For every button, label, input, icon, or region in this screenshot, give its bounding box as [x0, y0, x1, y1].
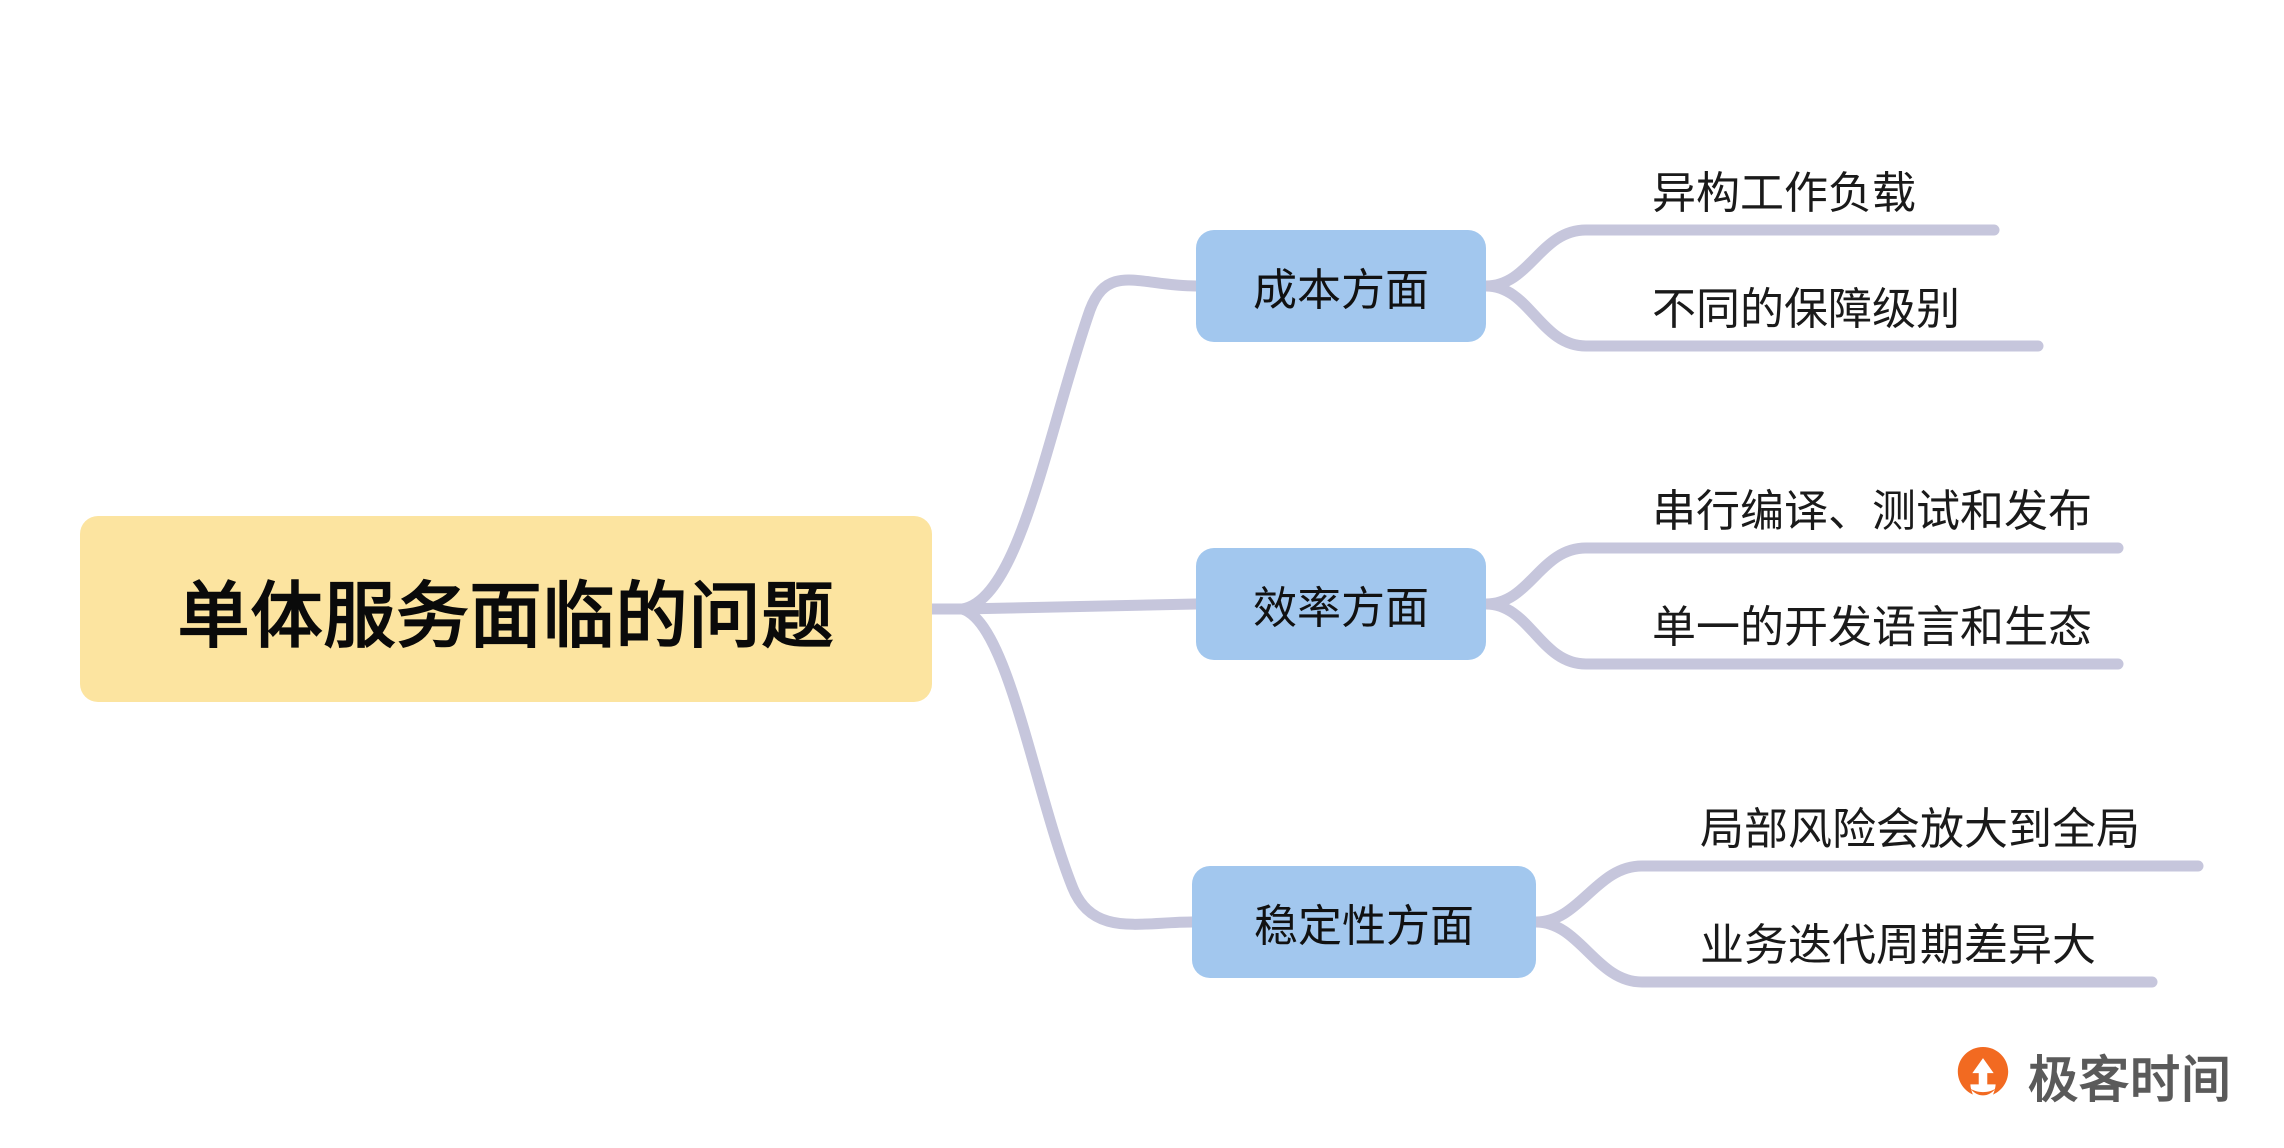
- leaf-node-cost-1[interactable]: 不同的保障级别: [1652, 251, 1960, 343]
- leaf-node-efficiency-1[interactable]: 单一的开发语言和生态: [1652, 569, 2092, 661]
- leaf-node-efficiency-0-label: 串行编译、测试和发布: [1652, 487, 2092, 536]
- geektime-logo-icon: [1952, 1045, 2014, 1107]
- connector-root-to-branch-2: [956, 603, 1198, 930]
- leaf-node-stability-0[interactable]: 局部风险会放大到全局: [1700, 771, 2140, 863]
- leaf-node-efficiency-0[interactable]: 串行编译、测试和发布: [1652, 453, 2092, 545]
- root-node[interactable]: 单体服务面临的问题: [80, 516, 932, 702]
- leaf-node-stability-1-label: 业务迭代周期差异大: [1700, 921, 2096, 970]
- leaf-node-cost-0-label: 异构工作负载: [1652, 169, 1916, 218]
- leaf-node-cost-0[interactable]: 异构工作负载: [1652, 135, 1916, 227]
- root-node-label: 单体服务面临的问题: [177, 576, 835, 657]
- leaf-node-efficiency-1-label: 单一的开发语言和生态: [1652, 603, 2092, 652]
- connector-root-to-branch-1: [956, 598, 1202, 615]
- branch-node-stability[interactable]: 稳定性方面: [1192, 866, 1536, 978]
- leaf-node-stability-1[interactable]: 业务迭代周期差异大: [1700, 887, 2096, 979]
- geektime-logo-text: 极客时间: [2028, 1052, 2232, 1108]
- branch-node-cost[interactable]: 成本方面: [1196, 230, 1486, 342]
- connector-root-to-branch-0: [956, 274, 1202, 615]
- branch-node-efficiency[interactable]: 效率方面: [1196, 548, 1486, 660]
- leaf-node-cost-1-label: 不同的保障级别: [1652, 285, 1960, 334]
- geektime-logo: 极客时间: [1952, 1040, 2232, 1112]
- branch-node-cost-label: 成本方面: [1253, 266, 1429, 315]
- branch-node-stability-label: 稳定性方面: [1254, 902, 1474, 951]
- branch-node-efficiency-label: 效率方面: [1253, 584, 1429, 633]
- leaf-node-stability-0-label: 局部风险会放大到全局: [1700, 805, 2140, 854]
